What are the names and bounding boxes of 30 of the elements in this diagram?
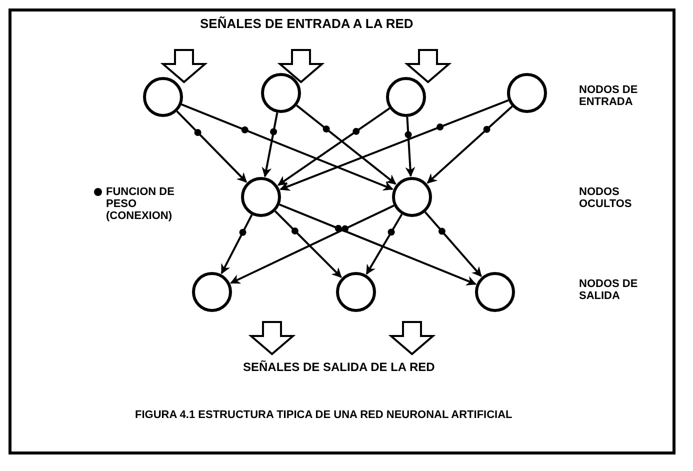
arrow xyxy=(277,108,390,186)
neuron-circle xyxy=(261,73,301,113)
label: SEÑALES DE ENTRADA A LA RED xyxy=(200,18,414,30)
neuron-circle xyxy=(475,272,515,312)
neuron-circle xyxy=(336,272,376,312)
neuron-circle xyxy=(241,177,281,217)
neuron-circle xyxy=(392,177,432,217)
arrow xyxy=(279,204,476,286)
arrow xyxy=(274,210,342,278)
label: NODOS DE SALIDA xyxy=(579,278,639,302)
arrow xyxy=(366,214,403,275)
label: NODOS DE ENTRADA xyxy=(579,84,639,108)
arrow xyxy=(296,104,396,185)
neuron-circle xyxy=(386,77,426,117)
arrow xyxy=(280,99,509,191)
arrow xyxy=(424,211,482,277)
arrow xyxy=(230,204,394,284)
label: SEÑALES DE SALIDA DE LA RED xyxy=(243,361,436,373)
label: NODOS OCULTOS xyxy=(579,186,633,210)
neuron-circle xyxy=(192,272,232,312)
arrow xyxy=(181,104,394,190)
neuron-circle xyxy=(507,73,547,113)
arrow xyxy=(262,112,278,178)
arrow xyxy=(405,116,416,178)
arrow xyxy=(426,106,513,184)
label: FUNCION DE PESO (CONEXION) xyxy=(106,186,176,222)
neuron-circle xyxy=(143,77,183,117)
figure-caption: FIGURA 4.1 ESTRUCTURA TIPICA DE UNA RED NEURONAL ARTIFICIAL xyxy=(135,409,514,421)
arrow xyxy=(220,214,253,274)
arrow xyxy=(176,110,248,183)
